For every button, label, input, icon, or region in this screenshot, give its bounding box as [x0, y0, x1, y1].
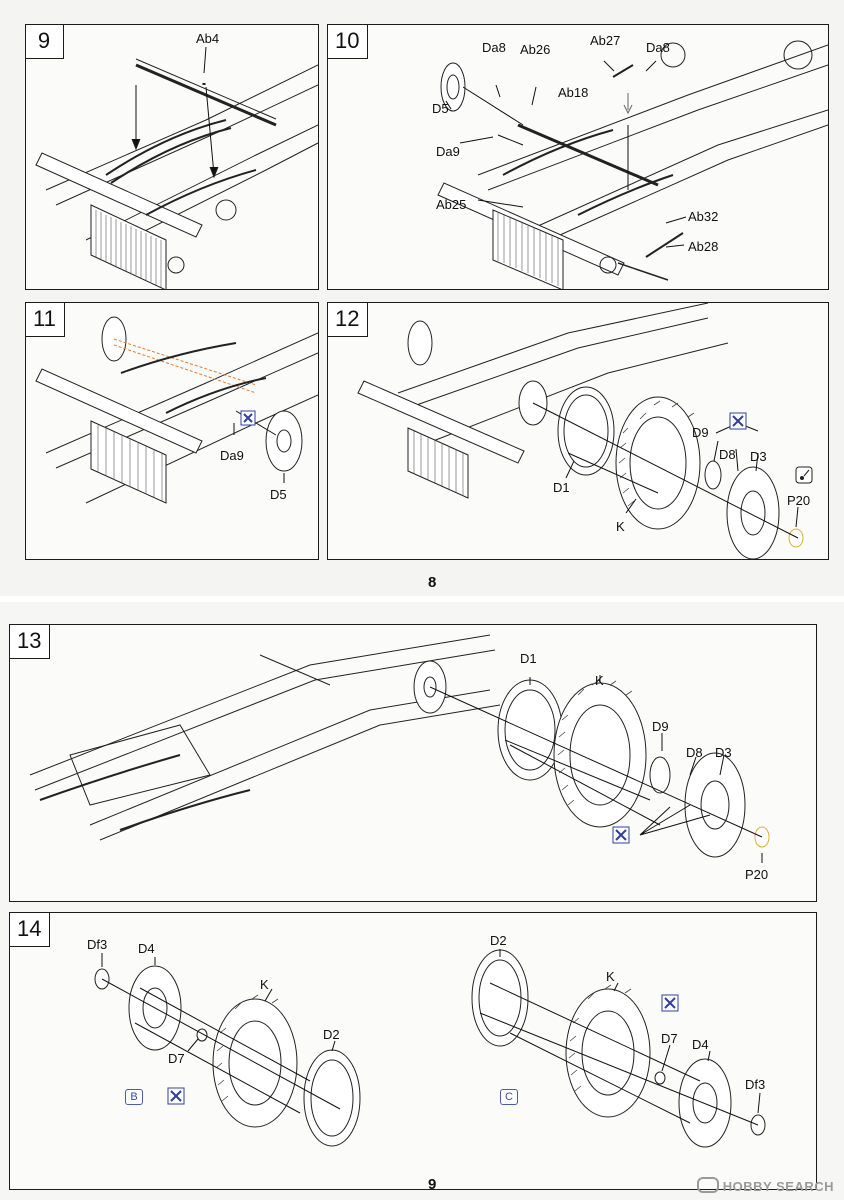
part-label: Ab27: [590, 33, 620, 48]
step-number: 10: [328, 25, 369, 59]
spare-wheel-assembly-drawing: Df3 D4 K D2 D7 D2 K D7 D4 Df3: [87, 933, 766, 1148]
part-label: D7: [168, 1051, 185, 1066]
glue-icon: [167, 1087, 185, 1105]
part-label: D8: [686, 745, 703, 760]
watermark-logo-icon: [696, 1177, 719, 1193]
part-label: Da9: [436, 144, 460, 159]
watermark-text: HOBBY SEARCH: [722, 1179, 834, 1194]
step-number: 13: [10, 625, 51, 659]
part-label: D9: [652, 719, 669, 734]
part-label: Ab18: [558, 85, 588, 100]
rear-wheel-assembly-drawing: D1 K D9 D8 D3 P20: [29, 634, 770, 882]
chassis-front-drawing: Ab4: [35, 31, 318, 289]
part-label: Ab25: [436, 197, 466, 212]
step-number: 14: [10, 913, 51, 947]
part-label: D5: [432, 101, 449, 116]
part-label: D1: [520, 651, 537, 666]
part-label: D9: [692, 425, 709, 440]
front-wheel-assembly-drawing: D1 K D9 D8 D3 P20: [357, 303, 813, 559]
part-label: Df3: [87, 937, 107, 952]
variant-b-tag: B: [125, 1089, 143, 1105]
part-label: D4: [138, 941, 155, 956]
part-label: Da8: [482, 40, 506, 55]
step-14-panel: 14: [9, 912, 817, 1190]
part-label: D8: [719, 447, 736, 462]
chassis-brake-drum-drawing: Da9 D5: [35, 316, 318, 504]
watermark: HOBBY SEARCH: [696, 1177, 834, 1194]
paint-icon: [795, 466, 813, 484]
page-number: 8: [428, 574, 437, 591]
step-12-panel: 12: [327, 302, 829, 560]
glue-icon: [661, 994, 679, 1012]
glue-icon: [729, 412, 747, 430]
step-11-panel: 11: [25, 302, 319, 560]
page-number: 9: [428, 1176, 437, 1193]
part-label: Ab4: [196, 31, 219, 46]
page-divider: [0, 596, 844, 604]
part-label: D3: [750, 449, 767, 464]
part-label: K: [606, 969, 615, 984]
part-label: Da9: [220, 448, 244, 463]
part-label: Da8: [646, 40, 670, 55]
step-number: 12: [328, 303, 369, 337]
part-label: P20: [745, 867, 768, 882]
step-9-panel: 9: [25, 24, 319, 290]
part-label: D3: [715, 745, 732, 760]
part-label: Ab26: [520, 42, 550, 57]
part-label: K: [595, 673, 604, 688]
part-label: D5: [270, 487, 287, 502]
part-label: Df3: [745, 1077, 765, 1092]
part-label: K: [260, 977, 269, 992]
part-label: P20: [787, 493, 810, 508]
instruction-page-9: 13: [0, 602, 844, 1200]
part-label: K: [616, 519, 625, 534]
variant-c-tag: C: [500, 1089, 518, 1105]
part-label: D4: [692, 1037, 709, 1052]
part-label: Ab32: [688, 209, 718, 224]
glue-icon: [240, 410, 256, 426]
glue-icon: [612, 826, 630, 844]
step-13-panel: 13: [9, 624, 817, 902]
step-number: 9: [26, 25, 64, 59]
part-label: D2: [490, 933, 507, 948]
step-number: 11: [26, 303, 65, 337]
part-label: Ab28: [688, 239, 718, 254]
instruction-page-8: 9: [0, 0, 844, 598]
part-label: D7: [661, 1031, 678, 1046]
part-label: D2: [323, 1027, 340, 1042]
part-label: D1: [553, 480, 570, 495]
step-10-panel: 10: [327, 24, 829, 290]
chassis-front-axle-drawing: Da8 Ab26 Ab27 Da8 D5 Ab18 Da9 Ab25 Ab32 …: [432, 33, 828, 289]
